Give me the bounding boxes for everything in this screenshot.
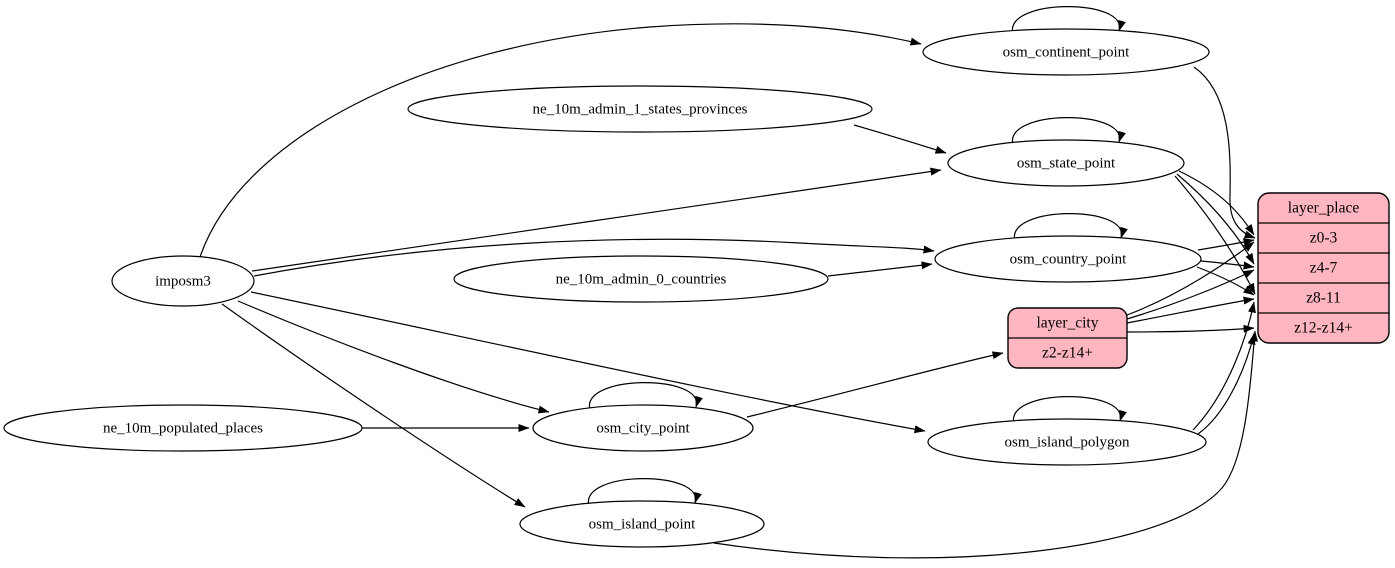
edge-osm-country-point-z0-3 <box>1197 238 1255 251</box>
edge-layer-city-z8-11 <box>1126 296 1255 324</box>
edge-osm-continent-point-z0-3 <box>1193 66 1256 239</box>
node-osm-island-polygon: osm_island_polygon <box>927 418 1207 466</box>
node-osm-island-polygon-shape <box>927 418 1207 466</box>
edge-osm-island-polygon-z12-z14 <box>1197 333 1256 435</box>
self-loop-osm-island-point <box>588 478 702 507</box>
edge-osm-state-point-z4-7 <box>1176 173 1255 265</box>
node-osm-state-point-shape <box>947 139 1185 187</box>
edge-imposm3-osm-continent-point <box>199 23 922 258</box>
edge-layer-city-z4-7 <box>1126 269 1255 320</box>
node-osm-country-point-shape <box>934 235 1202 283</box>
node-osm-city-point-label: osm_city_point <box>596 420 690 436</box>
edge-ne0-countries-osm-country-point <box>827 261 933 277</box>
node-osm-island-point-label: osm_island_point <box>589 516 697 532</box>
edge-osm-state-point-z0-3 <box>1178 170 1255 236</box>
edge-imposm3-osm-state-point <box>251 167 942 272</box>
node-ne1-label: ne_10m_admin_1_states_provinces <box>533 101 748 117</box>
edge-osm-island-polygon-z8-11 <box>1192 301 1256 431</box>
layer-city-title: layer_city <box>1037 315 1099 332</box>
node-osm-country-point-label: osm_country_point <box>1010 251 1127 267</box>
node-ne-10m-populated-places: ne_10m_populated_places <box>3 404 363 452</box>
edge-ne1-states-osm-state-point <box>853 124 947 154</box>
layer-place-row-z8-11: z8-11 <box>1306 290 1341 307</box>
edge-layer-city-z12-z14 <box>1126 324 1255 333</box>
node-nepop-shape <box>3 404 363 452</box>
edge-osm-country-point-z8-11 <box>1196 266 1255 296</box>
self-loop-osm-city-point <box>589 382 703 411</box>
edge-imposm3-osm-country-point <box>253 238 935 277</box>
node-osm-city-point: osm_city_point <box>532 404 754 452</box>
self-loop-osm-state-point <box>1012 117 1126 146</box>
node-osm-continent-point: osm_continent_point <box>922 28 1210 76</box>
node-ne0-label: ne_10m_admin_0_countries <box>556 271 727 287</box>
layer-place-row-z12-z14: z12-z14+ <box>1294 320 1353 337</box>
edges <box>199 6 1259 559</box>
node-osm-continent-point-label: osm_continent_point <box>1003 44 1130 60</box>
node-layer-place-shape <box>1257 192 1390 344</box>
self-loop-osm-country-point <box>1014 213 1128 242</box>
node-imposm3-label: imposm3 <box>155 273 211 289</box>
edge-osm-city-point-layer-city <box>746 351 1004 418</box>
node-osm-state-point: osm_state_point <box>947 139 1185 187</box>
layer-place-title: layer_place <box>1288 200 1360 217</box>
node-layer-city: layer_city z2-z14+ <box>1007 307 1128 369</box>
node-ne0-shape <box>453 255 829 303</box>
layer-place-row-z4-7: z4-7 <box>1310 260 1338 277</box>
node-ne-10m-admin-1-states-provinces: ne_10m_admin_1_states_provinces <box>407 85 873 133</box>
node-osm-island-point-shape <box>519 500 765 548</box>
edge-imposm3-osm-island-point <box>221 303 526 508</box>
edge-osm-island-point-z12-z14 <box>713 330 1259 559</box>
node-ne-10m-admin-0-countries: ne_10m_admin_0_countries <box>453 255 829 303</box>
edge-osm-country-point-z4-7 <box>1200 260 1255 270</box>
node-ne1-shape <box>407 85 873 133</box>
node-osm-island-polygon-label: osm_island_polygon <box>1004 434 1130 450</box>
node-osm-city-point-shape <box>532 404 754 452</box>
self-loop-osm-island-polygon <box>1013 396 1127 425</box>
node-osm-state-point-label: osm_state_point <box>1017 155 1116 171</box>
node-osm-island-point: osm_island_point <box>519 500 765 548</box>
edge-imposm3-osm-city-point <box>237 300 550 414</box>
node-layer-place: layer_place z0-3 z4-7 z8-11 z12-z14+ <box>1257 192 1390 344</box>
node-imposm3: imposm3 <box>111 255 255 307</box>
node-osm-continent-point-shape <box>922 28 1210 76</box>
edge-layer-city-z0-3 <box>1126 241 1255 316</box>
edge-imposm3-osm-island-polygon <box>250 291 926 434</box>
node-nepop-label: ne_10m_populated_places <box>103 420 263 436</box>
layer-city-row-z2-z14: z2-z14+ <box>1042 345 1093 362</box>
node-osm-country-point: osm_country_point <box>934 235 1202 283</box>
edge-osm-state-point-z8-11 <box>1174 175 1256 295</box>
self-loop-osm-continent-point <box>1012 6 1126 35</box>
layer-place-row-z0-3: z0-3 <box>1310 230 1338 247</box>
node-imposm3-shape <box>111 255 255 307</box>
